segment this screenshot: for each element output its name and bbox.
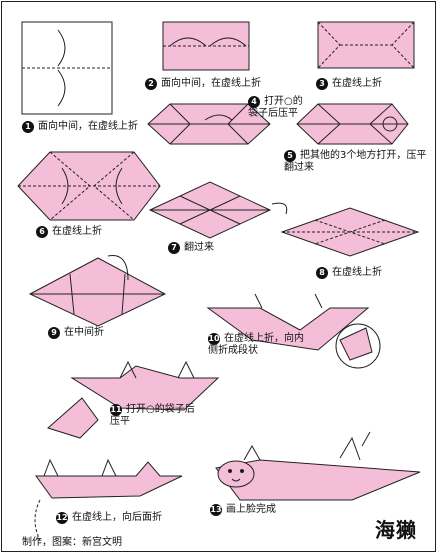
credit-line: 制作，图案：新宫文明 bbox=[22, 537, 122, 548]
step10-shape bbox=[206, 307, 370, 351]
step9-diamond bbox=[28, 257, 167, 327]
step11-head bbox=[47, 397, 99, 439]
step13-otter-head bbox=[217, 460, 255, 488]
step12-shape bbox=[35, 461, 183, 499]
page-title: 海獭 bbox=[375, 518, 417, 542]
step13-otter-body bbox=[215, 459, 421, 501]
step11-shape bbox=[70, 365, 220, 411]
